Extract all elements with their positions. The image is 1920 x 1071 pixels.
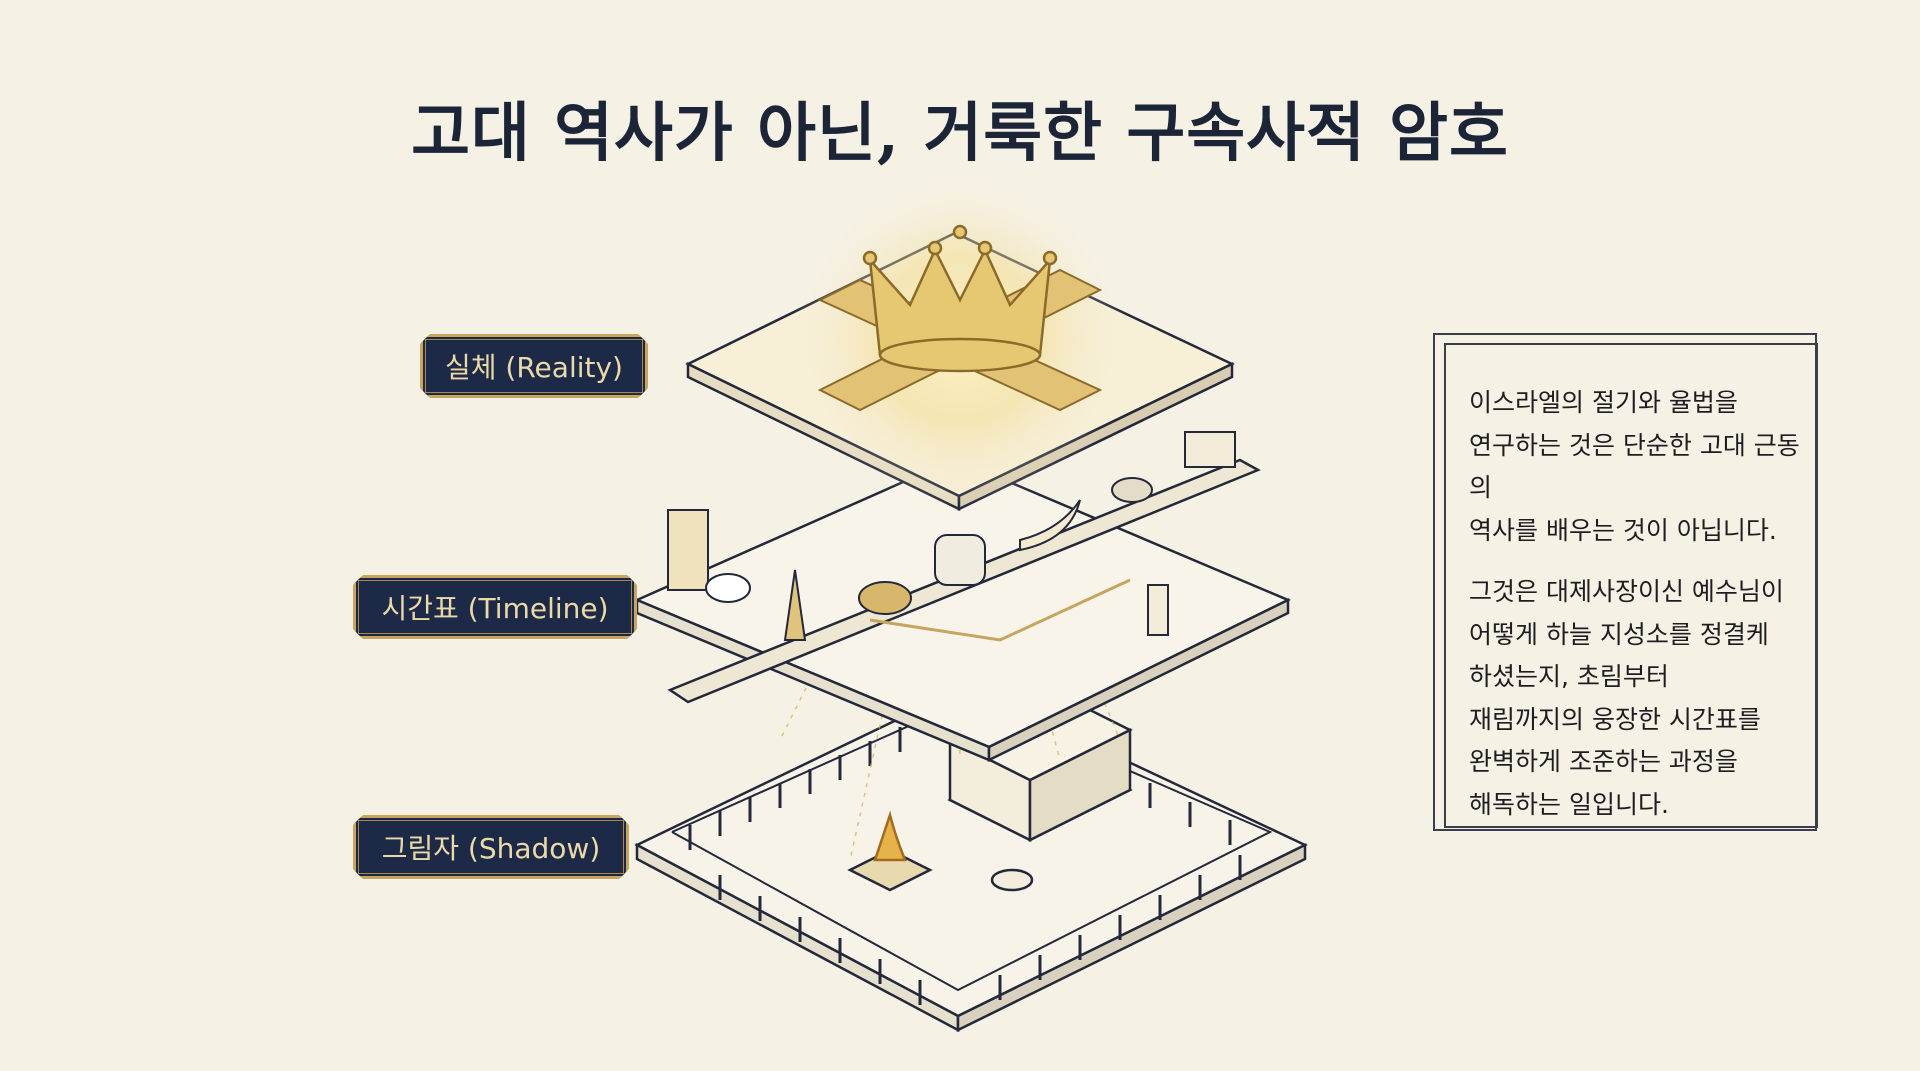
shadow-layer [634, 684, 1308, 1033]
lamb-icon [705, 573, 751, 603]
text-line: 어떻게 하늘 지성소를 정결케 [1469, 619, 1769, 649]
fence-posts-icon [688, 727, 1242, 1005]
altar-fire-icon [847, 810, 933, 892]
description-text: 이스라엘의 절기와 율법을 연구하는 것은 단순한 고대 근동의 역사를 배우는… [1469, 382, 1809, 845]
text-line: 해독하는 일입니다. [1469, 789, 1669, 819]
page-title: 고대 역사가 아닌, 거룩한 구속사적 암호 [411, 96, 1509, 171]
layer-label-shadow: 그림자 (Shadow) [353, 815, 629, 879]
layer-label-reality: 실체 (Reality) [420, 334, 648, 398]
text-line: 하셨는지, 초림부터 [1469, 662, 1669, 691]
feast-icons [667, 431, 1236, 641]
tablets-icon [934, 534, 986, 586]
text-line: 재림까지의 웅장한 시간표를 [1469, 704, 1761, 734]
text-line: 완벽하게 조준하는 과정을 [1469, 747, 1738, 776]
description-paragraph-2: 그것은 대제사장이신 예수님이 어떻게 하늘 지성소를 정결케 하셨는지, 초림… [1469, 571, 1809, 826]
booth-icon [1184, 431, 1236, 468]
label-text: 그림자 (Shadow) [381, 832, 601, 865]
label-text: 실체 (Reality) [445, 351, 623, 384]
text-line: 이스라엘의 절기와 율법을 [1469, 388, 1738, 417]
laver-icon [990, 868, 1034, 892]
shofar-icon [1019, 499, 1081, 552]
description-frame-inner [1444, 343, 1818, 828]
basket-icon [858, 581, 912, 615]
censer-icon [1111, 477, 1153, 503]
text-line: 역사를 배우는 것이 아닙니다. [1469, 515, 1777, 545]
reality-layer [685, 170, 1235, 511]
wheat-sheaf-icon [783, 569, 807, 641]
layer-label-timeline: 시간표 (Timeline) [353, 575, 637, 639]
text-line: 연구하는 것은 단순한 고대 근동의 [1469, 430, 1800, 503]
crown-icon [862, 224, 1058, 373]
description-paragraph-1: 이스라엘의 절기와 율법을 연구하는 것은 단순한 고대 근동의 역사를 배우는… [1469, 382, 1809, 552]
text-line: 그것은 대제사장이신 예수님이 [1469, 577, 1784, 606]
timeline-layer [633, 431, 1292, 763]
label-text: 시간표 (Timeline) [381, 592, 609, 625]
high-priest-icon [1147, 584, 1169, 636]
door-lamb-icon [667, 509, 709, 591]
